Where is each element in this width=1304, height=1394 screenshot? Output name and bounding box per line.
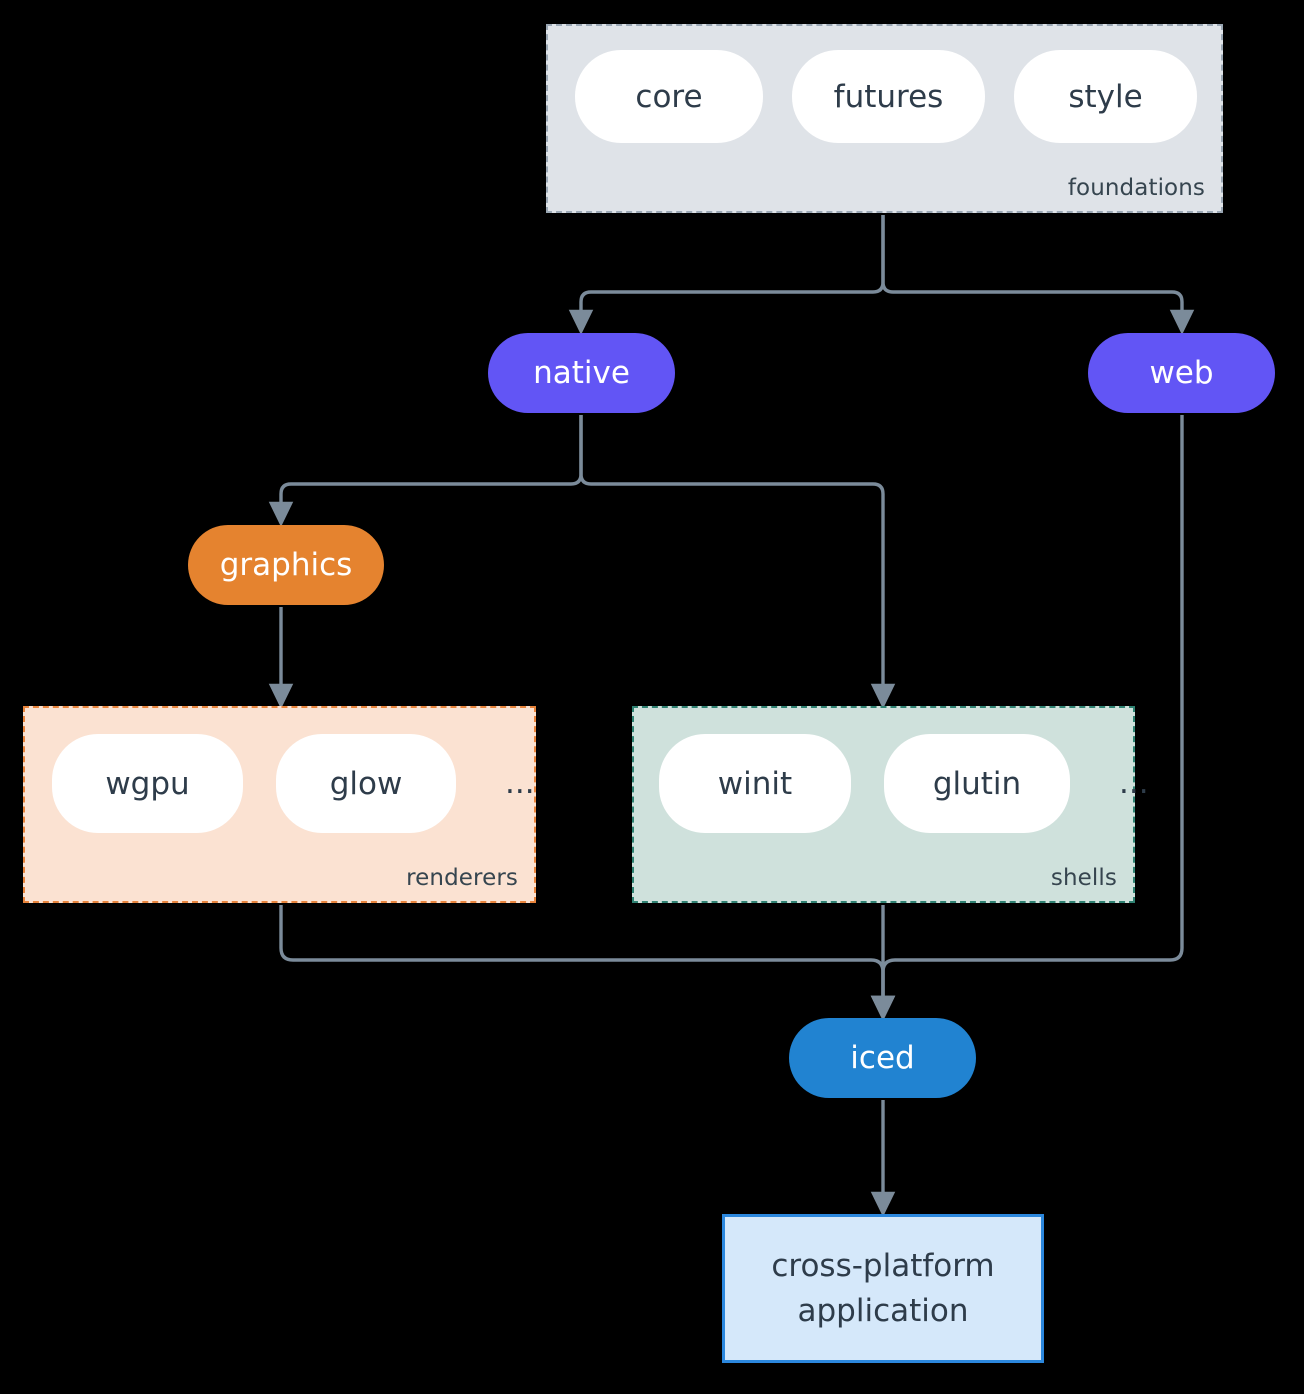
node-wgpu[interactable]: wgpu — [52, 734, 243, 833]
group-shells: winit glutin ... shells — [632, 706, 1149, 903]
node-style[interactable]: style — [1014, 50, 1197, 143]
application-line-1: cross-platform — [771, 1247, 995, 1284]
edge-native-to-graphics — [268, 415, 583, 527]
shells-item-row: winit glutin ... — [659, 734, 1149, 833]
group-label-shells: shells — [1050, 865, 1117, 891]
node-web[interactable]: web — [1088, 333, 1275, 413]
group-label-foundations: foundations — [1067, 175, 1205, 201]
node-native[interactable]: native — [488, 333, 675, 413]
group-foundations: core futures style foundations — [546, 24, 1223, 213]
application-line-2: application — [797, 1292, 969, 1329]
edge-foundations-to-native — [568, 215, 885, 335]
node-core[interactable]: core — [575, 50, 763, 143]
renderers-item-row: wgpu glow ... — [52, 734, 535, 833]
foundations-item-row: core futures style — [575, 50, 1197, 143]
node-winit[interactable]: winit — [659, 734, 851, 833]
renderers-ellipsis: ... — [505, 765, 535, 801]
node-glow[interactable]: glow — [276, 734, 456, 833]
shells-ellipsis: ... — [1119, 765, 1149, 801]
group-label-renderers: renderers — [406, 865, 518, 891]
edge-native-to-shells — [579, 415, 896, 709]
node-glutin[interactable]: glutin — [884, 734, 1070, 833]
edge-foundations-to-web — [881, 215, 1195, 335]
group-renderers: wgpu glow ... renderers — [23, 706, 536, 903]
node-graphics[interactable]: graphics — [188, 525, 384, 605]
node-iced[interactable]: iced — [789, 1018, 976, 1098]
node-futures[interactable]: futures — [792, 50, 985, 143]
node-cross-platform-application[interactable]: cross-platform application — [722, 1214, 1044, 1363]
edge-renderers-to-iced — [279, 905, 896, 1021]
